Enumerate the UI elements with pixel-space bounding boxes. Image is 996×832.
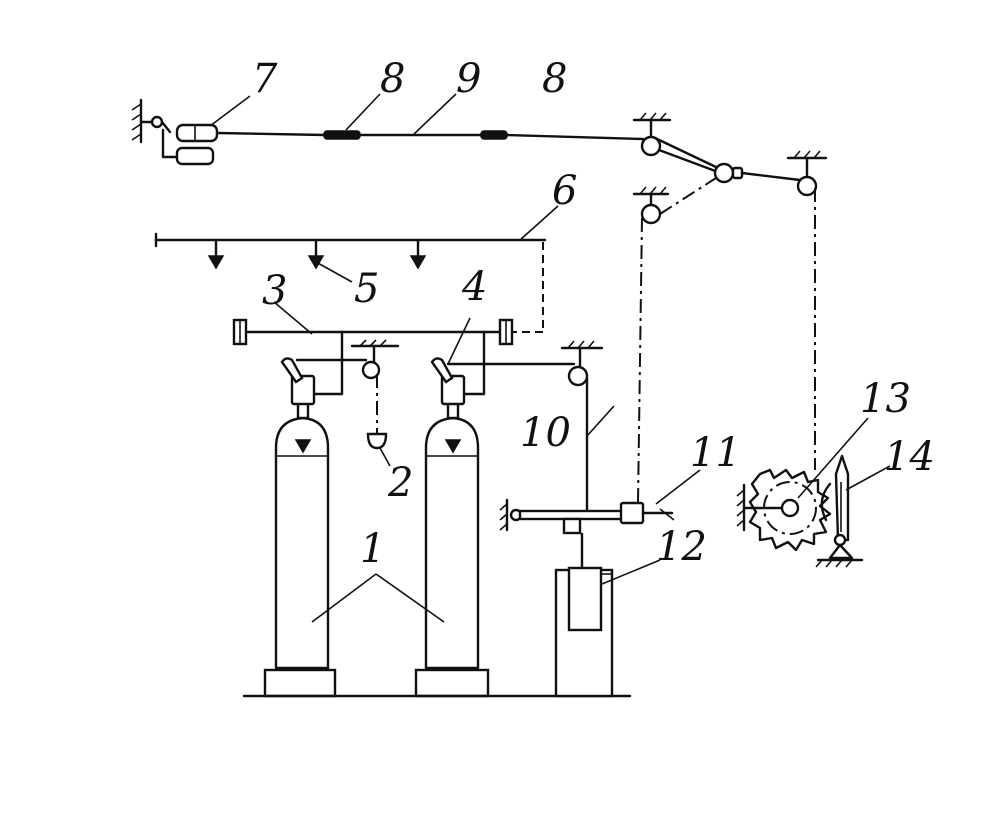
label-1-leader-right xyxy=(375,573,445,623)
nozzle-5b xyxy=(307,238,325,270)
label-4: 4 xyxy=(461,264,487,310)
ceiling-pulley-1 xyxy=(632,112,672,157)
label-1-leader-left xyxy=(311,573,377,623)
label-14: 14 xyxy=(884,434,935,480)
fusible-link-8a xyxy=(323,130,361,140)
label-12: 12 xyxy=(656,524,707,570)
leader-lines xyxy=(209,93,891,585)
yoke-pulley xyxy=(713,162,735,184)
label-11: 11 xyxy=(690,430,741,476)
fusible-link-8b xyxy=(480,130,508,140)
label-9: 9 xyxy=(456,56,481,102)
tension-weight-7 xyxy=(160,120,219,166)
callout-labels: 1 2 3 4 5 6 7 8 9 8 10 11 12 13 14 xyxy=(252,56,935,572)
label-13: 13 xyxy=(860,376,911,422)
cable-9 xyxy=(215,131,327,137)
label-5: 5 xyxy=(354,266,379,312)
label-3: 3 xyxy=(262,268,287,314)
gas-cylinder-right xyxy=(414,357,490,698)
label-7: 7 xyxy=(252,56,278,102)
manifold-3 xyxy=(232,318,514,396)
top-cable-assembly xyxy=(131,98,828,503)
gas-cylinder-left xyxy=(263,357,337,698)
label-10: 10 xyxy=(520,410,571,456)
ceiling-pulley-2 xyxy=(786,150,828,197)
nozzle-5c xyxy=(409,238,427,270)
label-8-right: 8 xyxy=(542,56,567,102)
ceiling-pulley-3 xyxy=(632,186,670,225)
manual-release-2 xyxy=(295,339,400,450)
label-6: 6 xyxy=(552,168,577,214)
label-8-left: 8 xyxy=(380,56,405,102)
ratchet-wheel-13 xyxy=(736,468,832,552)
label-1: 1 xyxy=(360,526,385,572)
distribution-pipe-6 xyxy=(154,232,547,333)
nozzle-5a xyxy=(207,238,225,270)
trigger-lever-11 xyxy=(499,498,675,535)
release-cable-10 xyxy=(446,340,604,572)
label-2: 2 xyxy=(387,460,413,506)
pawl-lever-14 xyxy=(815,454,864,568)
left-wall-anchor xyxy=(131,98,164,144)
drop-weight-12 xyxy=(554,566,614,698)
